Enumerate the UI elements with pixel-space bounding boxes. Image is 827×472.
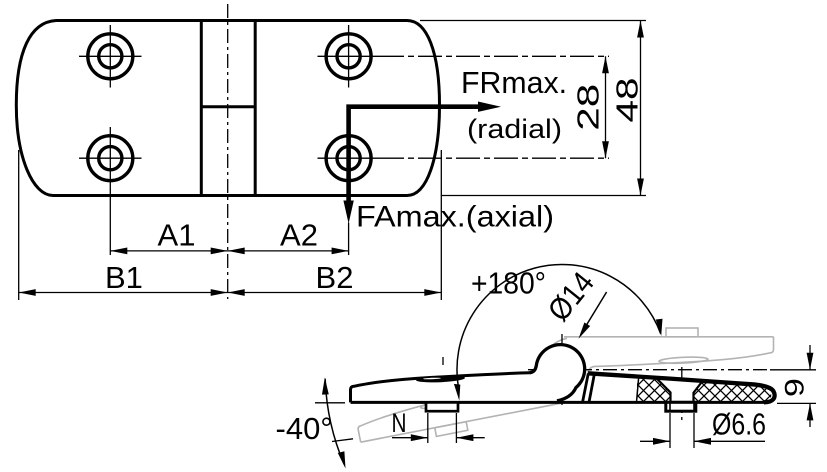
- svg-text:(radial): (radial): [467, 114, 562, 144]
- svg-text:28: 28: [571, 84, 606, 131]
- svg-text:48: 48: [610, 78, 645, 123]
- svg-text:FRmax.: FRmax.: [461, 65, 567, 100]
- svg-text:FAmax.(axial): FAmax.(axial): [356, 201, 554, 234]
- svg-text:Ø6.6: Ø6.6: [712, 407, 766, 442]
- svg-text:B2: B2: [316, 260, 354, 295]
- svg-text:B1: B1: [105, 260, 143, 295]
- svg-text:A1: A1: [158, 218, 196, 253]
- svg-text:N: N: [392, 408, 407, 438]
- svg-text:9: 9: [780, 378, 810, 397]
- svg-text:-40°: -40°: [276, 411, 333, 446]
- svg-text:+180°: +180°: [471, 266, 546, 301]
- svg-text:A2: A2: [280, 218, 318, 253]
